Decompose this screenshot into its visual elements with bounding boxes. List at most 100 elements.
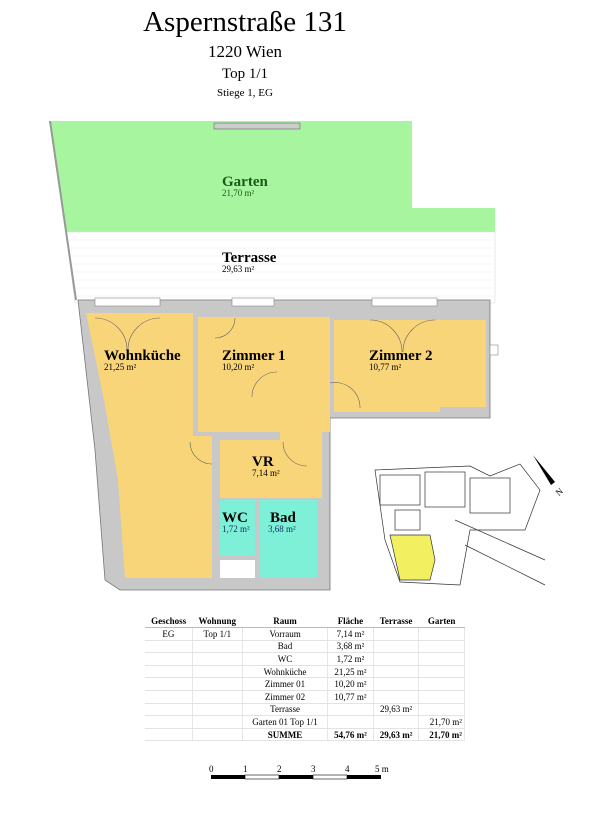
garden-area: [50, 121, 495, 232]
table-cell: [192, 677, 243, 691]
table-cell: 3,68 m²: [327, 640, 374, 654]
table-cell: [373, 627, 420, 641]
table-cell: [373, 690, 420, 704]
table-cell: [192, 727, 243, 742]
label-zimmer-1: Zimmer 1: [222, 348, 285, 364]
table-cell: [327, 715, 374, 729]
table-cell: [192, 715, 243, 729]
area-bad: 3,68 m²: [268, 524, 296, 534]
table-cell: Zimmer 01: [242, 677, 329, 691]
label-terrasse: Terrasse: [222, 250, 277, 266]
table-cell: 10,77 m²: [327, 690, 374, 704]
table-cell: 29,63 m²: [373, 703, 420, 717]
table-cell: [327, 703, 374, 717]
room-wc: [220, 500, 255, 556]
label-wohnkueche: Wohnküche: [104, 348, 181, 364]
table-cell: [373, 640, 420, 654]
table-cell: [192, 640, 243, 654]
table-cell: 21,70 m²: [418, 727, 465, 742]
col-raum: Raum: [242, 615, 328, 628]
table-cell: [192, 703, 243, 717]
area-table: Geschoss Wohnung Raum Fläche Terrasse Ga…: [145, 615, 465, 742]
wc-utility: [220, 560, 255, 578]
table-cell: 7,14 m²: [327, 627, 374, 641]
scale-label: 2: [277, 764, 282, 774]
scale-label: 1: [243, 764, 248, 774]
table-cell: Wohnküche: [242, 665, 329, 679]
col-geschoss: Geschoss: [145, 615, 193, 628]
table-cell: [145, 665, 193, 679]
windows: [94, 297, 499, 356]
table-cell: [192, 665, 243, 679]
area-wohnkueche: 21,25 m²: [104, 362, 137, 372]
table-cell: [373, 665, 420, 679]
table-row: Terrasse 29,63 m²: [145, 703, 465, 717]
area-terrasse: 29,63 m²: [222, 264, 255, 274]
table-cell: 29,63 m²: [373, 727, 420, 742]
label-zimmer-2: Zimmer 2: [369, 348, 432, 364]
table-cell: 54,76 m²: [327, 727, 374, 742]
page-title: Aspernstraße 131: [143, 6, 347, 38]
table-cell: EG: [145, 627, 193, 641]
terrace-decking: [68, 239, 494, 297]
table-cell: [145, 677, 193, 691]
label-vr: VR: [252, 454, 274, 470]
table-cell: [145, 652, 193, 666]
table-cell: [373, 677, 420, 691]
key-plan: [374, 463, 546, 586]
room-vr: [220, 372, 322, 498]
table-cell: [373, 715, 420, 729]
table-cell: [145, 715, 193, 729]
table-cell: Garten 01 Top 1/1: [242, 715, 329, 729]
site-boundary: [49, 120, 77, 301]
unit-number: Top 1/1: [221, 66, 269, 82]
scale-label: 3: [311, 764, 316, 774]
table-cell: [145, 640, 193, 654]
garden-wall: [213, 122, 301, 130]
table-cell: [418, 703, 465, 717]
col-flaeche: Fläche: [327, 615, 374, 628]
table-cell: Terrasse: [242, 703, 329, 717]
area-garten: 21,70 m²: [222, 188, 255, 198]
table-cell: Top 1/1: [192, 627, 243, 641]
table-cell: [418, 640, 465, 654]
table-cell: [373, 652, 420, 666]
col-wohnung: Wohnung: [192, 615, 243, 628]
table-cell: 10,20 m²: [327, 677, 374, 691]
room-wohnkueche: [86, 313, 212, 578]
room-bad: [260, 500, 317, 578]
area-zimmer-2: 10,77 m²: [369, 362, 402, 372]
table-cell: WC: [242, 652, 329, 666]
table-cell: SUMME: [242, 727, 329, 742]
table-row: Garten 01 Top 1/1 21,70 m²: [145, 715, 465, 729]
area-zimmer-1: 10,20 m²: [222, 362, 255, 372]
table-cell: Bad: [242, 640, 329, 654]
room-labels: Garten 21,70 m² Terrasse 29,63 m² Wohnkü…: [104, 174, 432, 534]
key-plan-highlight: [389, 534, 436, 581]
table-cell: 21,70 m²: [418, 715, 465, 729]
table-cell: [192, 690, 243, 704]
table-cell: [192, 652, 243, 666]
table-cell: Zimmer 02: [242, 690, 329, 704]
table-cell: Vorraum: [242, 627, 329, 641]
table-header: Geschoss Wohnung Raum Fläche Terrasse Ga…: [145, 615, 465, 628]
table-cell: 21,25 m²: [327, 665, 374, 679]
north-arrow-icon: N: [533, 455, 565, 498]
table-cell: [145, 727, 193, 742]
col-terrasse: Terrasse: [373, 615, 419, 628]
table-cell: [418, 677, 465, 691]
area-wc: 1,72 m²: [222, 524, 250, 534]
table-cell: [418, 652, 465, 666]
scale-label: 4: [345, 764, 350, 774]
label-garten: Garten: [222, 174, 268, 190]
table-cell: [418, 627, 465, 641]
area-vr: 7,14 m²: [252, 468, 280, 478]
